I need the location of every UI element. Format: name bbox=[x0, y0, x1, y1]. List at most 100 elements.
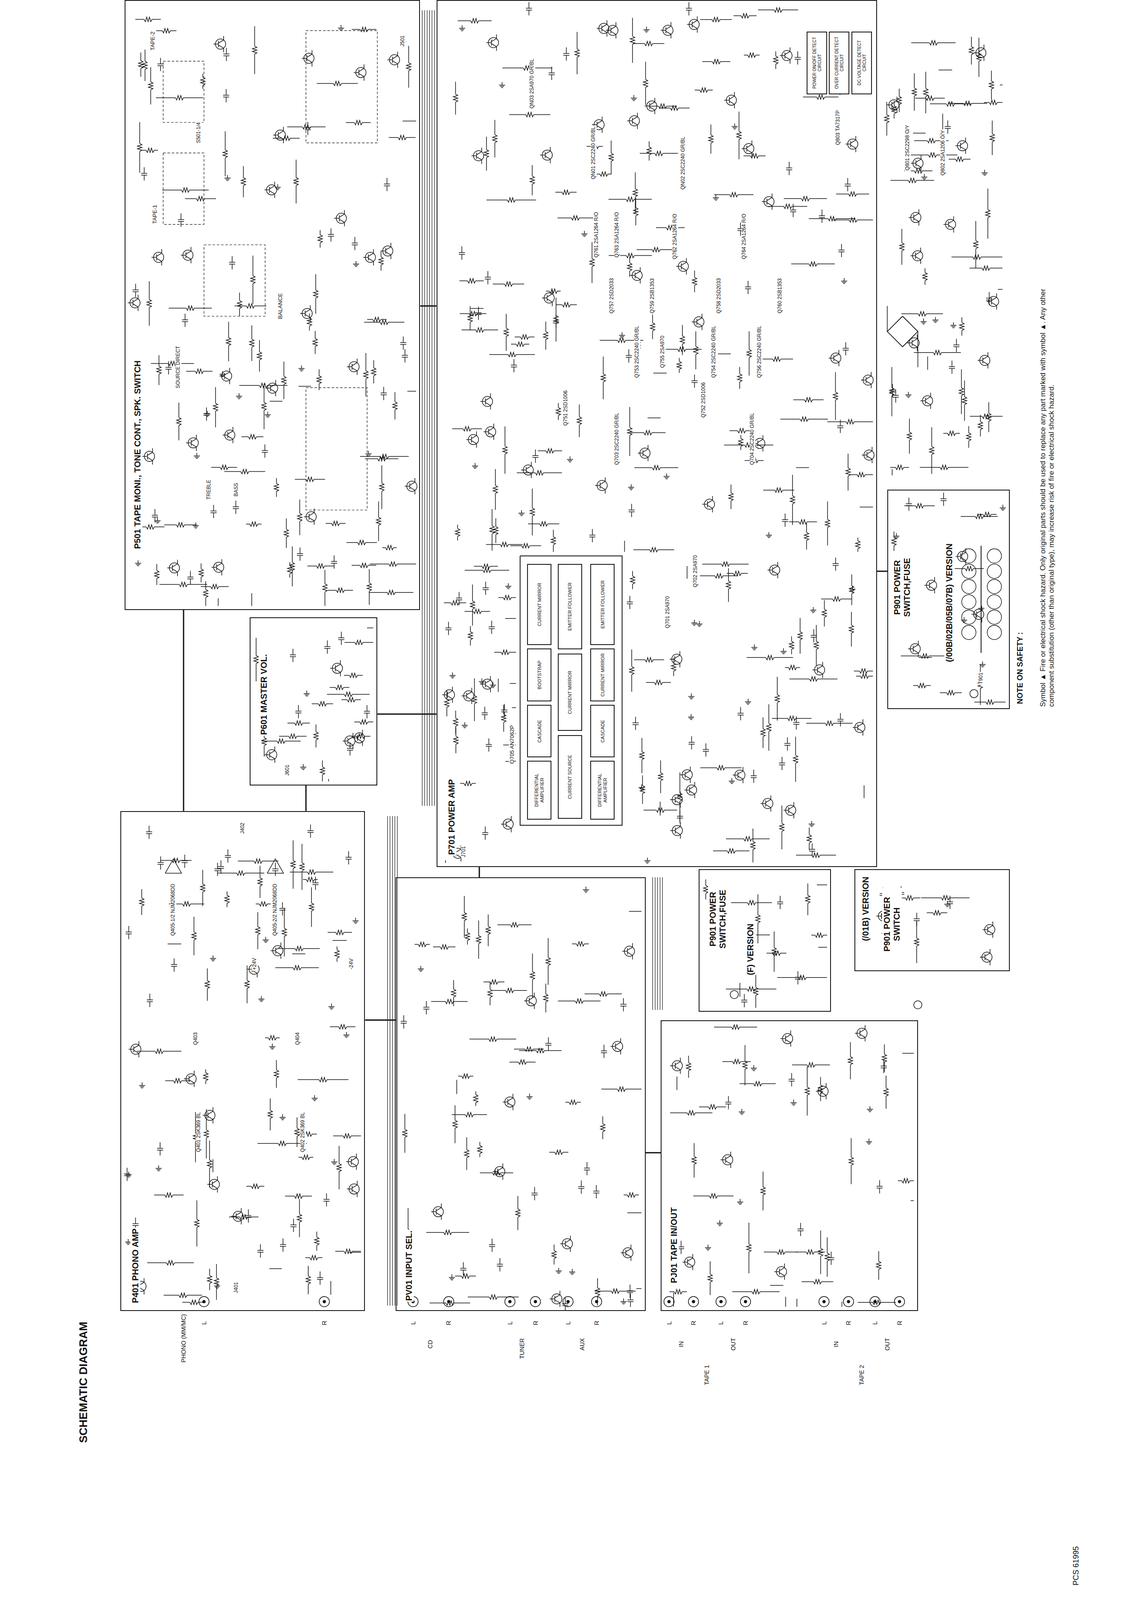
resistor-symbol bbox=[440, 944, 449, 950]
wire bbox=[346, 1026, 356, 1028]
wire bbox=[548, 1037, 549, 1044]
resistor-symbol bbox=[736, 131, 742, 140]
wire bbox=[303, 879, 307, 881]
resistor-symbol bbox=[240, 469, 249, 474]
wire bbox=[710, 142, 712, 154]
wire bbox=[285, 537, 287, 549]
wire bbox=[144, 49, 146, 62]
resistor-symbol bbox=[524, 1046, 534, 1052]
resistor-symbol bbox=[575, 998, 584, 1004]
wire bbox=[154, 149, 158, 151]
resistor-symbol bbox=[470, 18, 479, 24]
resistor-symbol bbox=[801, 196, 810, 202]
wire bbox=[368, 591, 387, 593]
wire bbox=[319, 230, 321, 235]
resistor-symbol bbox=[486, 926, 491, 935]
ground-symbol bbox=[365, 453, 372, 455]
wire bbox=[743, 54, 748, 56]
wire bbox=[763, 1251, 777, 1253]
transistor-symbol bbox=[218, 45, 224, 53]
wire bbox=[431, 1000, 446, 1002]
ground-symbol bbox=[868, 1110, 872, 1112]
resistor-symbol bbox=[461, 1073, 470, 1079]
wire bbox=[298, 712, 300, 718]
resistor-symbol bbox=[281, 376, 287, 385]
wire bbox=[534, 1186, 536, 1193]
resistor-symbol bbox=[475, 327, 484, 333]
wire bbox=[292, 648, 294, 655]
wire bbox=[144, 69, 146, 82]
wire bbox=[610, 140, 612, 153]
capacitor-symbol bbox=[171, 964, 178, 965]
wire bbox=[354, 721, 360, 723]
wire bbox=[720, 61, 731, 63]
resistor-symbol bbox=[293, 965, 302, 971]
ground-symbol bbox=[474, 468, 477, 470]
resistor-symbol bbox=[525, 112, 534, 117]
transistor-symbol bbox=[186, 442, 192, 444]
resistor-symbol bbox=[162, 28, 171, 34]
wire bbox=[508, 544, 523, 546]
wire bbox=[394, 392, 396, 402]
wire bbox=[259, 340, 260, 352]
ground-symbol bbox=[472, 465, 479, 467]
wire bbox=[500, 1172, 514, 1174]
ground-symbol bbox=[126, 1242, 131, 1244]
transistor-symbol bbox=[476, 147, 482, 155]
resistor-symbol bbox=[284, 529, 289, 538]
capacitor-symbol bbox=[224, 854, 231, 856]
wire bbox=[545, 321, 547, 332]
wire bbox=[526, 1061, 536, 1063]
wire bbox=[455, 102, 457, 115]
transistor-symbol bbox=[269, 190, 275, 199]
wire bbox=[369, 563, 389, 565]
wire bbox=[850, 1041, 852, 1057]
wire bbox=[531, 165, 533, 177]
wire bbox=[902, 1052, 914, 1054]
capacitor-symbol bbox=[327, 233, 334, 235]
wire bbox=[847, 453, 849, 469]
resistor-symbol bbox=[484, 149, 490, 158]
ground-symbol bbox=[529, 1093, 531, 1097]
wire bbox=[395, 591, 414, 593]
wire bbox=[282, 909, 283, 916]
transistor-symbol bbox=[347, 732, 353, 741]
wire bbox=[330, 1280, 332, 1295]
wire bbox=[812, 399, 824, 401]
wire bbox=[603, 381, 604, 400]
wire bbox=[326, 693, 344, 695]
wire bbox=[246, 965, 248, 981]
resistor-symbol bbox=[790, 495, 796, 504]
wire bbox=[483, 981, 490, 983]
resistor-symbol bbox=[686, 1062, 691, 1071]
wire bbox=[296, 1117, 298, 1129]
wire bbox=[598, 145, 603, 147]
wire bbox=[285, 518, 287, 530]
wire bbox=[596, 173, 601, 175]
wire bbox=[279, 735, 289, 737]
wire bbox=[135, 291, 137, 297]
wire bbox=[326, 640, 328, 647]
wire bbox=[841, 243, 843, 250]
resistor-symbol bbox=[244, 979, 250, 989]
transistor-symbol bbox=[521, 469, 527, 471]
ground-symbol bbox=[571, 1273, 574, 1275]
ground-symbol bbox=[582, 234, 587, 236]
wire bbox=[517, 1195, 519, 1209]
resistor-symbol bbox=[545, 448, 554, 454]
wire bbox=[257, 912, 259, 927]
wire bbox=[264, 452, 266, 458]
ground-symbol bbox=[195, 457, 199, 459]
wire bbox=[629, 406, 631, 428]
ground-symbol bbox=[868, 1110, 873, 1111]
resistor-symbol bbox=[334, 949, 340, 958]
wire bbox=[533, 1048, 544, 1050]
wire bbox=[635, 215, 637, 226]
resistor-symbol bbox=[626, 253, 635, 258]
transistor-symbol bbox=[542, 297, 548, 299]
resistor-symbol bbox=[476, 935, 481, 944]
wire bbox=[453, 996, 455, 1006]
capacitor-symbol bbox=[331, 560, 338, 562]
transistor-symbol bbox=[247, 968, 253, 970]
ground-symbol bbox=[262, 939, 269, 941]
